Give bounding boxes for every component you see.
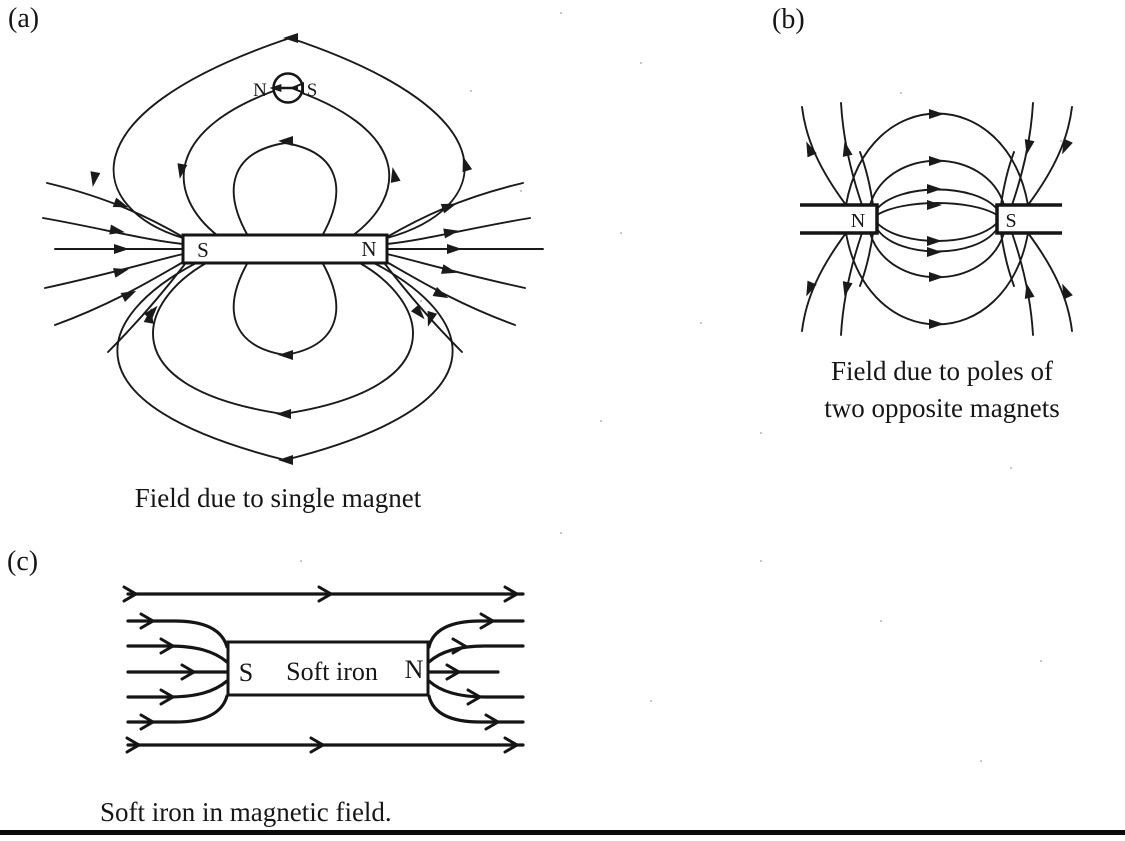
field-line <box>232 261 338 356</box>
figure-c-label: (c) <box>7 546 38 577</box>
scan-noise <box>560 12 562 14</box>
figure-a: S N N S (a) Field due to single magnet <box>8 3 544 513</box>
field-arrow <box>447 244 462 254</box>
field-arrow <box>458 154 473 173</box>
figure-a-label: (a) <box>8 3 39 34</box>
bar-magnet-b-right <box>995 203 1062 235</box>
field-line <box>1000 232 1015 287</box>
field-arrow <box>283 33 298 43</box>
field-line <box>384 263 463 353</box>
figure-b-caption-line1: Field due to poles of <box>831 356 1053 386</box>
soft-iron-bar <box>226 640 430 697</box>
magnet-b-north-label: N <box>851 210 865 232</box>
magnet-b-south-label: S <box>1005 210 1016 232</box>
field-line <box>126 694 229 724</box>
field-arrow <box>109 224 126 238</box>
field-arrow <box>927 236 942 246</box>
field-line <box>1027 232 1073 332</box>
field-line <box>182 86 391 237</box>
figure-c-caption: Soft iron in magnetic field. <box>100 797 392 827</box>
field-line <box>126 644 229 664</box>
field-arrow <box>114 244 129 254</box>
field-line <box>859 151 874 206</box>
field-arrow <box>1021 139 1035 156</box>
magnet-a-north-label: N <box>361 237 376 261</box>
field-line <box>801 106 847 206</box>
field-arrow <box>1021 282 1035 299</box>
field-arrow <box>278 350 293 360</box>
field-line <box>1000 151 1015 206</box>
field-line <box>126 679 229 699</box>
figure-b: N S (b) Field due to poles of two opposi… <box>772 4 1073 423</box>
field-arrow <box>929 156 944 166</box>
field-line <box>427 644 525 664</box>
field-line <box>386 182 524 238</box>
figure-b-caption-line2: two opposite magnets <box>824 393 1059 423</box>
bar-magnet-b-left <box>800 203 879 235</box>
field-line <box>801 232 847 332</box>
field-line <box>1011 232 1034 336</box>
field-arrow <box>927 184 942 194</box>
compass-needle-tail <box>289 82 304 94</box>
compass: N S <box>253 72 318 104</box>
field-line <box>54 260 186 326</box>
soft-iron-bar-label: Soft iron <box>286 657 378 686</box>
field-line <box>232 142 338 237</box>
field-arrow <box>929 272 944 282</box>
field-line <box>427 679 525 699</box>
field-line <box>107 263 186 353</box>
magnet-a-south-label: S <box>197 238 209 262</box>
field-line <box>1011 102 1034 206</box>
field-line <box>42 217 184 245</box>
field-line <box>1027 106 1073 206</box>
field-arrow <box>929 319 944 329</box>
field-line <box>116 261 454 461</box>
figure-b-label: (b) <box>772 4 805 35</box>
field-arrow <box>113 264 131 278</box>
field-line <box>876 202 998 216</box>
field-line <box>126 619 229 649</box>
field-line <box>876 222 998 242</box>
soft-iron-north-label: N <box>405 655 424 684</box>
field-arrow <box>927 200 942 210</box>
field-line <box>152 261 414 415</box>
field-arrow <box>451 637 467 655</box>
figure-c: S Soft iron N (c) Soft iron in magnetic … <box>7 546 525 827</box>
field-arrow <box>929 109 944 119</box>
field-arrow <box>174 163 188 180</box>
figure-a-caption: Field due to single magnet <box>135 483 422 513</box>
compass-south-label: S <box>307 80 318 101</box>
field-arrow <box>278 455 293 465</box>
field-line <box>427 619 525 649</box>
field-line <box>427 694 525 724</box>
compass-north-label: N <box>253 80 267 101</box>
field-line <box>859 232 874 287</box>
field-arrow <box>927 247 942 257</box>
field-line <box>46 182 184 238</box>
field-arrow <box>87 171 101 188</box>
field-lines-c <box>126 592 525 747</box>
bar-magnet-a <box>181 233 389 265</box>
field-arrow <box>440 198 459 214</box>
bottom-rule <box>0 830 1125 835</box>
soft-iron-south-label: S <box>239 658 253 687</box>
field-arrow <box>276 409 291 419</box>
